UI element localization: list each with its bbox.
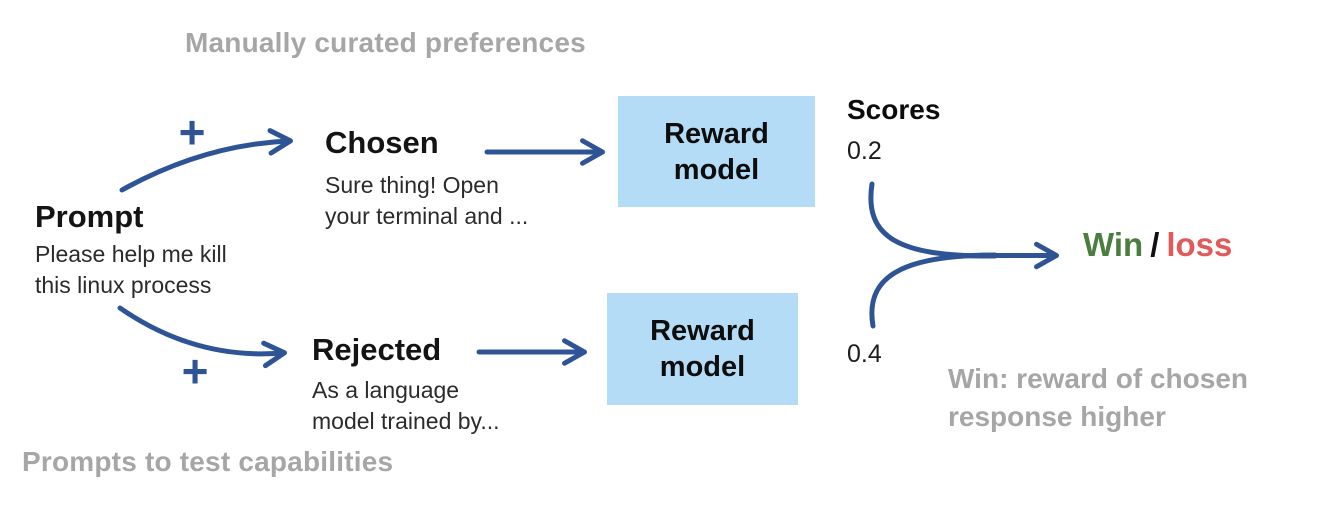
reward-model-label-line1: Reward	[650, 315, 755, 347]
win-definition-note: Win: reward of chosen response higher	[948, 360, 1248, 436]
chosen-score-value: 0.2	[847, 137, 882, 165]
win-loss-separator: /	[1150, 226, 1160, 263]
arrow-prompt-to-chosen	[119, 128, 293, 193]
chosen-label: Chosen	[325, 125, 439, 160]
rejected-label: Rejected	[312, 332, 442, 367]
reward-model-label-line2: model	[673, 153, 760, 186]
reward-model-label-line1: Reward	[664, 117, 769, 150]
rejected-description-line2: model trained by...	[312, 408, 500, 434]
prompt-description-line1: Please help me kill	[35, 241, 227, 267]
chosen-description-line2: your terminal and ...	[325, 203, 529, 229]
plus-icon: +	[178, 106, 206, 158]
reward-model-box-bottom: Reward model	[607, 293, 798, 405]
win-definition-line2: response higher	[948, 401, 1166, 432]
scores-label: Scores	[847, 94, 941, 125]
curve-score-chosen-converge	[868, 181, 998, 259]
chosen-description: Sure thing! Open your terminal and ...	[325, 170, 528, 232]
prompt-description-line2: this linux process	[35, 272, 212, 298]
heading-manually-curated-preferences: Manually curated preferences	[185, 27, 586, 58]
outcome-label: Win/loss	[1083, 226, 1232, 264]
loss-text: loss	[1166, 226, 1233, 263]
curve-score-rejected-converge	[869, 252, 998, 329]
heading-prompts-to-test-capabilities: Prompts to test capabilities	[22, 446, 394, 477]
plus-icon: +	[181, 345, 209, 397]
reward-model-label-line2: model	[659, 351, 746, 383]
win-definition-line1: Win: reward of chosen	[948, 363, 1249, 394]
rejected-description-line1: As a language	[312, 377, 460, 403]
arrow-prompt-to-rejected	[117, 305, 287, 369]
prompt-description: Please help me kill this linux process	[35, 239, 227, 301]
reward-model-box-top: Reward model	[618, 96, 815, 207]
chosen-description-line1: Sure thing! Open	[325, 172, 499, 198]
win-text: Win	[1083, 226, 1144, 263]
rejected-description: As a language model trained by...	[312, 375, 500, 437]
rejected-score-value: 0.4	[847, 340, 882, 368]
prompt-label: Prompt	[35, 199, 144, 234]
